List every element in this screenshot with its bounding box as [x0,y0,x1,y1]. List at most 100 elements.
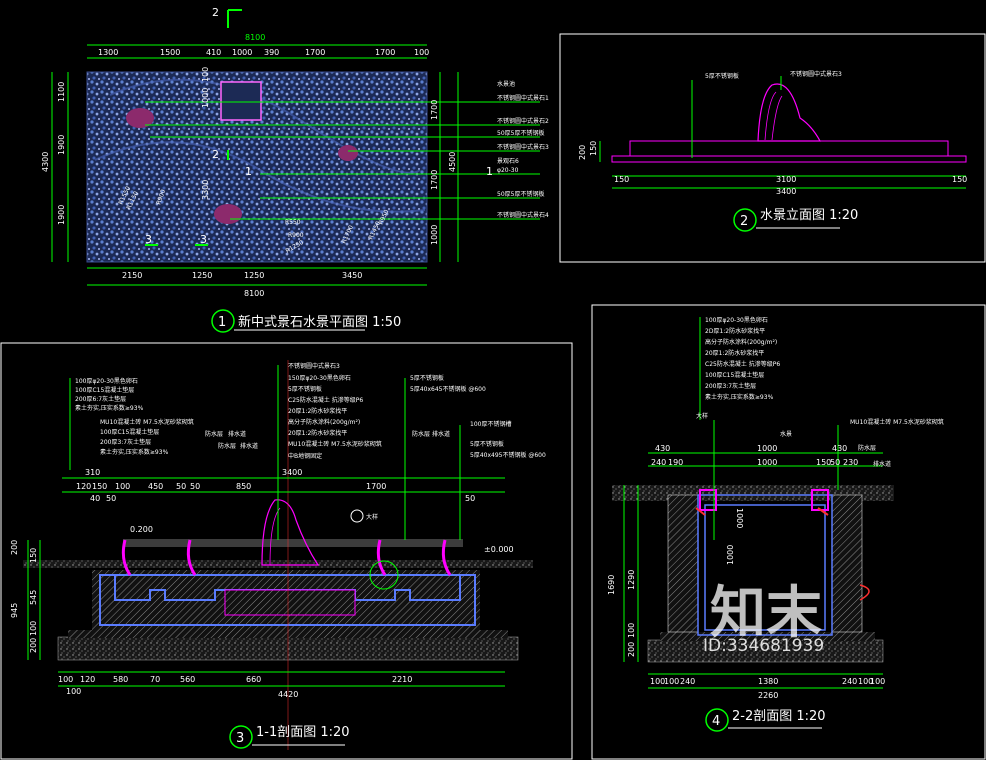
plan-dims-left: 1100 1900 1900 4300 100 1000 3300 [41,67,210,225]
svg-text:120: 120 [80,675,95,684]
svg-text:1700: 1700 [430,170,439,190]
svg-text:580: 580 [113,675,128,684]
svg-text:100: 100 [115,482,130,491]
svg-text:1380: 1380 [758,677,778,686]
svg-text:100: 100 [414,48,429,57]
plan-labels: 水景池 不锈钢圆中式景石1 不锈钢圆中式景石2 50厚5厚不锈钢板 不锈钢圆中式… [497,80,549,219]
svg-text:100: 100 [664,677,679,686]
svg-text:50: 50 [465,494,475,503]
svg-text:1700: 1700 [375,48,395,57]
svg-text:150: 150 [614,175,629,184]
sec1-dims-left: 200 150 545 945 200 100 [10,540,38,653]
plan-stone-4 [214,204,242,224]
svg-text:排水道: 排水道 [228,430,246,438]
svg-text:230: 230 [843,458,858,467]
svg-text:防水层: 防水层 [205,430,223,438]
svg-text:2210: 2210 [392,675,412,684]
plan-dims-right: 1700 1700 1000 4500 [430,100,457,245]
watermark-id: ID:334681939 [703,636,824,656]
svg-text:150: 150 [92,482,107,491]
svg-text:50: 50 [830,458,840,467]
svg-text:景观石6: 景观石6 [497,158,519,165]
svg-text:C25防水混凝土 抗渗等级P6: C25防水混凝土 抗渗等级P6 [705,360,780,368]
svg-text:150厚φ20-30黑色卵石: 150厚φ20-30黑色卵石 [288,374,351,382]
svg-text:100厚φ20-30黑色卵石: 100厚φ20-30黑色卵石 [705,316,768,324]
plan-title-num: 1 [218,315,226,330]
svg-text:5厚不锈钢板: 5厚不锈钢板 [705,72,739,80]
section1-frame [0,342,573,760]
svg-text:8100: 8100 [244,289,264,298]
sec2-notes: 100厚φ20-30黑色卵石 2D厚1:2防水砂浆找平 高分子防水涂料(200g… [696,316,944,468]
sec1-level2: 0.200 [130,525,153,534]
svg-text:防水层: 防水层 [858,444,876,452]
svg-text:2260: 2260 [758,691,778,700]
svg-text:不锈钢圆中式景石3: 不锈钢圆中式景石3 [497,143,549,151]
svg-text:20厚1:2防水砂浆找平: 20厚1:2防水砂浆找平 [288,407,347,415]
svg-text:4500: 4500 [448,152,457,172]
svg-text:5厚不锈钢板: 5厚不锈钢板 [410,374,444,382]
svg-text:1900: 1900 [57,205,66,225]
svg-text:5厚不锈钢板: 5厚不锈钢板 [470,440,504,448]
svg-text:200: 200 [627,642,636,657]
svg-text:3400: 3400 [282,468,302,477]
plan-dim-total-top: 8100 [245,33,265,42]
svg-text:素土夯实,压实系数≥93%: 素土夯实,压实系数≥93% [75,404,144,412]
sec1-notes-right: 5厚不锈钢板 5厚40x645不锈钢板 @600 100厚不锈钢槽 5厚不锈钢板… [410,374,546,459]
svg-text:素土夯实,压实系数≥93%: 素土夯实,压实系数≥93% [100,448,169,456]
svg-text:排水道: 排水道 [873,460,891,468]
svg-text:850: 850 [236,482,251,491]
svg-text:φ20-30: φ20-30 [497,167,519,174]
elevation-frame [559,33,986,263]
svg-text:4300: 4300 [41,152,50,172]
sec1-dims-top: 310 120 150 100 450 50 50 850 1700 40 50… [76,468,475,503]
svg-text:450: 450 [148,482,163,491]
svg-text:200: 200 [578,145,587,160]
svg-text:20厚1:2防水砂浆找平: 20厚1:2防水砂浆找平 [705,349,764,357]
elev-title: 水景立面图 1:20 [760,208,858,223]
sec1-title: 1-1剖面图 1:20 [256,725,350,740]
svg-text:2150: 2150 [122,271,142,280]
svg-text:MU10混凝土砖 M7.5水泥砂浆砌筑: MU10混凝土砖 M7.5水泥砂浆砌筑 [850,418,944,426]
svg-text:50: 50 [176,482,186,491]
sec1-dims-bottom: 100 120 580 70 560 660 2210 100 4420 [58,675,412,699]
svg-text:5厚40x495不锈钢板 @600: 5厚40x495不锈钢板 @600 [470,451,546,459]
section2-view [612,317,894,689]
svg-text:防水层: 防水层 [412,430,430,438]
svg-text:100厚C15混凝土垫层: 100厚C15混凝土垫层 [705,371,764,379]
svg-text:50厚5厚不锈钢板: 50厚5厚不锈钢板 [497,190,544,198]
svg-text:1000: 1000 [757,444,777,453]
svg-text:R900: R900 [288,232,304,239]
svg-text:945: 945 [10,603,19,618]
svg-text:200厚3:7灰土垫层: 200厚3:7灰土垫层 [100,438,151,446]
svg-text:3: 3 [145,233,152,246]
svg-text:高分子防水涂料(200g/m²): 高分子防水涂料(200g/m²) [288,418,360,426]
plan-dims-bottom: 2150 1250 1250 3450 8100 [122,271,362,298]
sec1-title-num: 3 [236,731,244,746]
svg-text:100: 100 [650,677,665,686]
svg-text:1000: 1000 [430,225,439,245]
svg-text:660: 660 [246,675,261,684]
svg-text:100: 100 [58,675,73,684]
svg-text:410: 410 [206,48,221,57]
svg-text:1700: 1700 [430,100,439,120]
svg-text:545: 545 [29,590,38,605]
elev-title-num: 2 [740,214,748,229]
sec2-title-num: 4 [712,714,720,729]
svg-text:240: 240 [842,677,857,686]
svg-text:190: 190 [668,458,683,467]
svg-text:40: 40 [90,494,100,503]
svg-text:100: 100 [858,677,873,686]
svg-text:20厚1:2防水砂浆找平: 20厚1:2防水砂浆找平 [288,429,347,437]
svg-text:560: 560 [180,675,195,684]
svg-text:不锈钢圆中式景石1: 不锈钢圆中式景石1 [497,94,549,102]
watermark-brand: 知末 [710,581,822,646]
plan-title-circle [211,309,235,333]
svg-text:5厚不锈钢板: 5厚不锈钢板 [288,385,322,393]
svg-text:1100: 1100 [57,82,66,102]
svg-text:200: 200 [10,540,19,555]
svg-text:MU10混凝土砖 M7.5水泥砂浆砌筑: MU10混凝土砖 M7.5水泥砂浆砌筑 [100,418,194,426]
svg-text:5厚40x645不锈钢板 @600: 5厚40x645不锈钢板 @600 [410,385,486,393]
svg-text:高分子防水涂料(200g/m²): 高分子防水涂料(200g/m²) [705,338,777,346]
svg-text:2: 2 [212,148,219,161]
svg-text:1290: 1290 [627,570,636,590]
